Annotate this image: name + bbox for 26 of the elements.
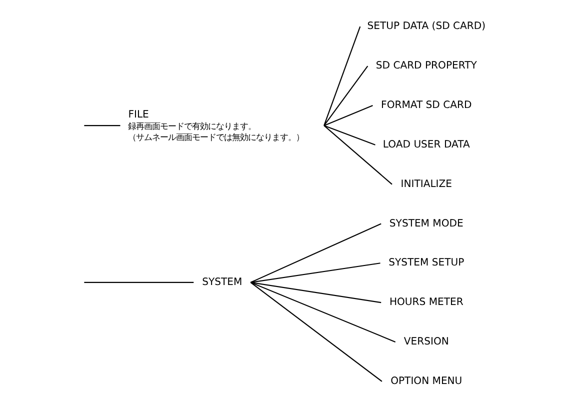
node-text: HOURS METER xyxy=(389,297,464,308)
node-text: SYSTEM xyxy=(202,277,242,288)
node-text: FORMAT SD CARD xyxy=(381,100,472,112)
connector xyxy=(324,125,376,146)
node-text: SYSTEM SETUP xyxy=(388,258,464,269)
connector xyxy=(324,125,392,185)
node-label: 録再画面モードで有効になります。 xyxy=(128,120,256,131)
connector xyxy=(84,282,194,283)
connector xyxy=(250,262,380,283)
node-text: SETUP DATA (SD CARD) xyxy=(367,21,486,32)
connector xyxy=(250,282,382,304)
node-text: SYSTEM MODE xyxy=(389,218,464,230)
node-text: INITIALIZE xyxy=(400,178,452,190)
node-text: VERSION xyxy=(404,336,449,348)
node-text: LOAD USER DATA xyxy=(382,139,470,150)
connector xyxy=(250,223,382,283)
connector xyxy=(250,282,382,382)
node-text: OPTION MENU xyxy=(390,376,462,387)
node-label: （サムネール画面モードでは無効になります。） xyxy=(128,132,304,142)
connector xyxy=(324,104,373,126)
node-text: FILE xyxy=(128,110,149,121)
node-text: SD CARD PROPERTY xyxy=(376,60,477,72)
connector xyxy=(250,282,396,342)
connector xyxy=(324,66,368,126)
connector xyxy=(84,125,120,126)
connector xyxy=(324,26,361,126)
